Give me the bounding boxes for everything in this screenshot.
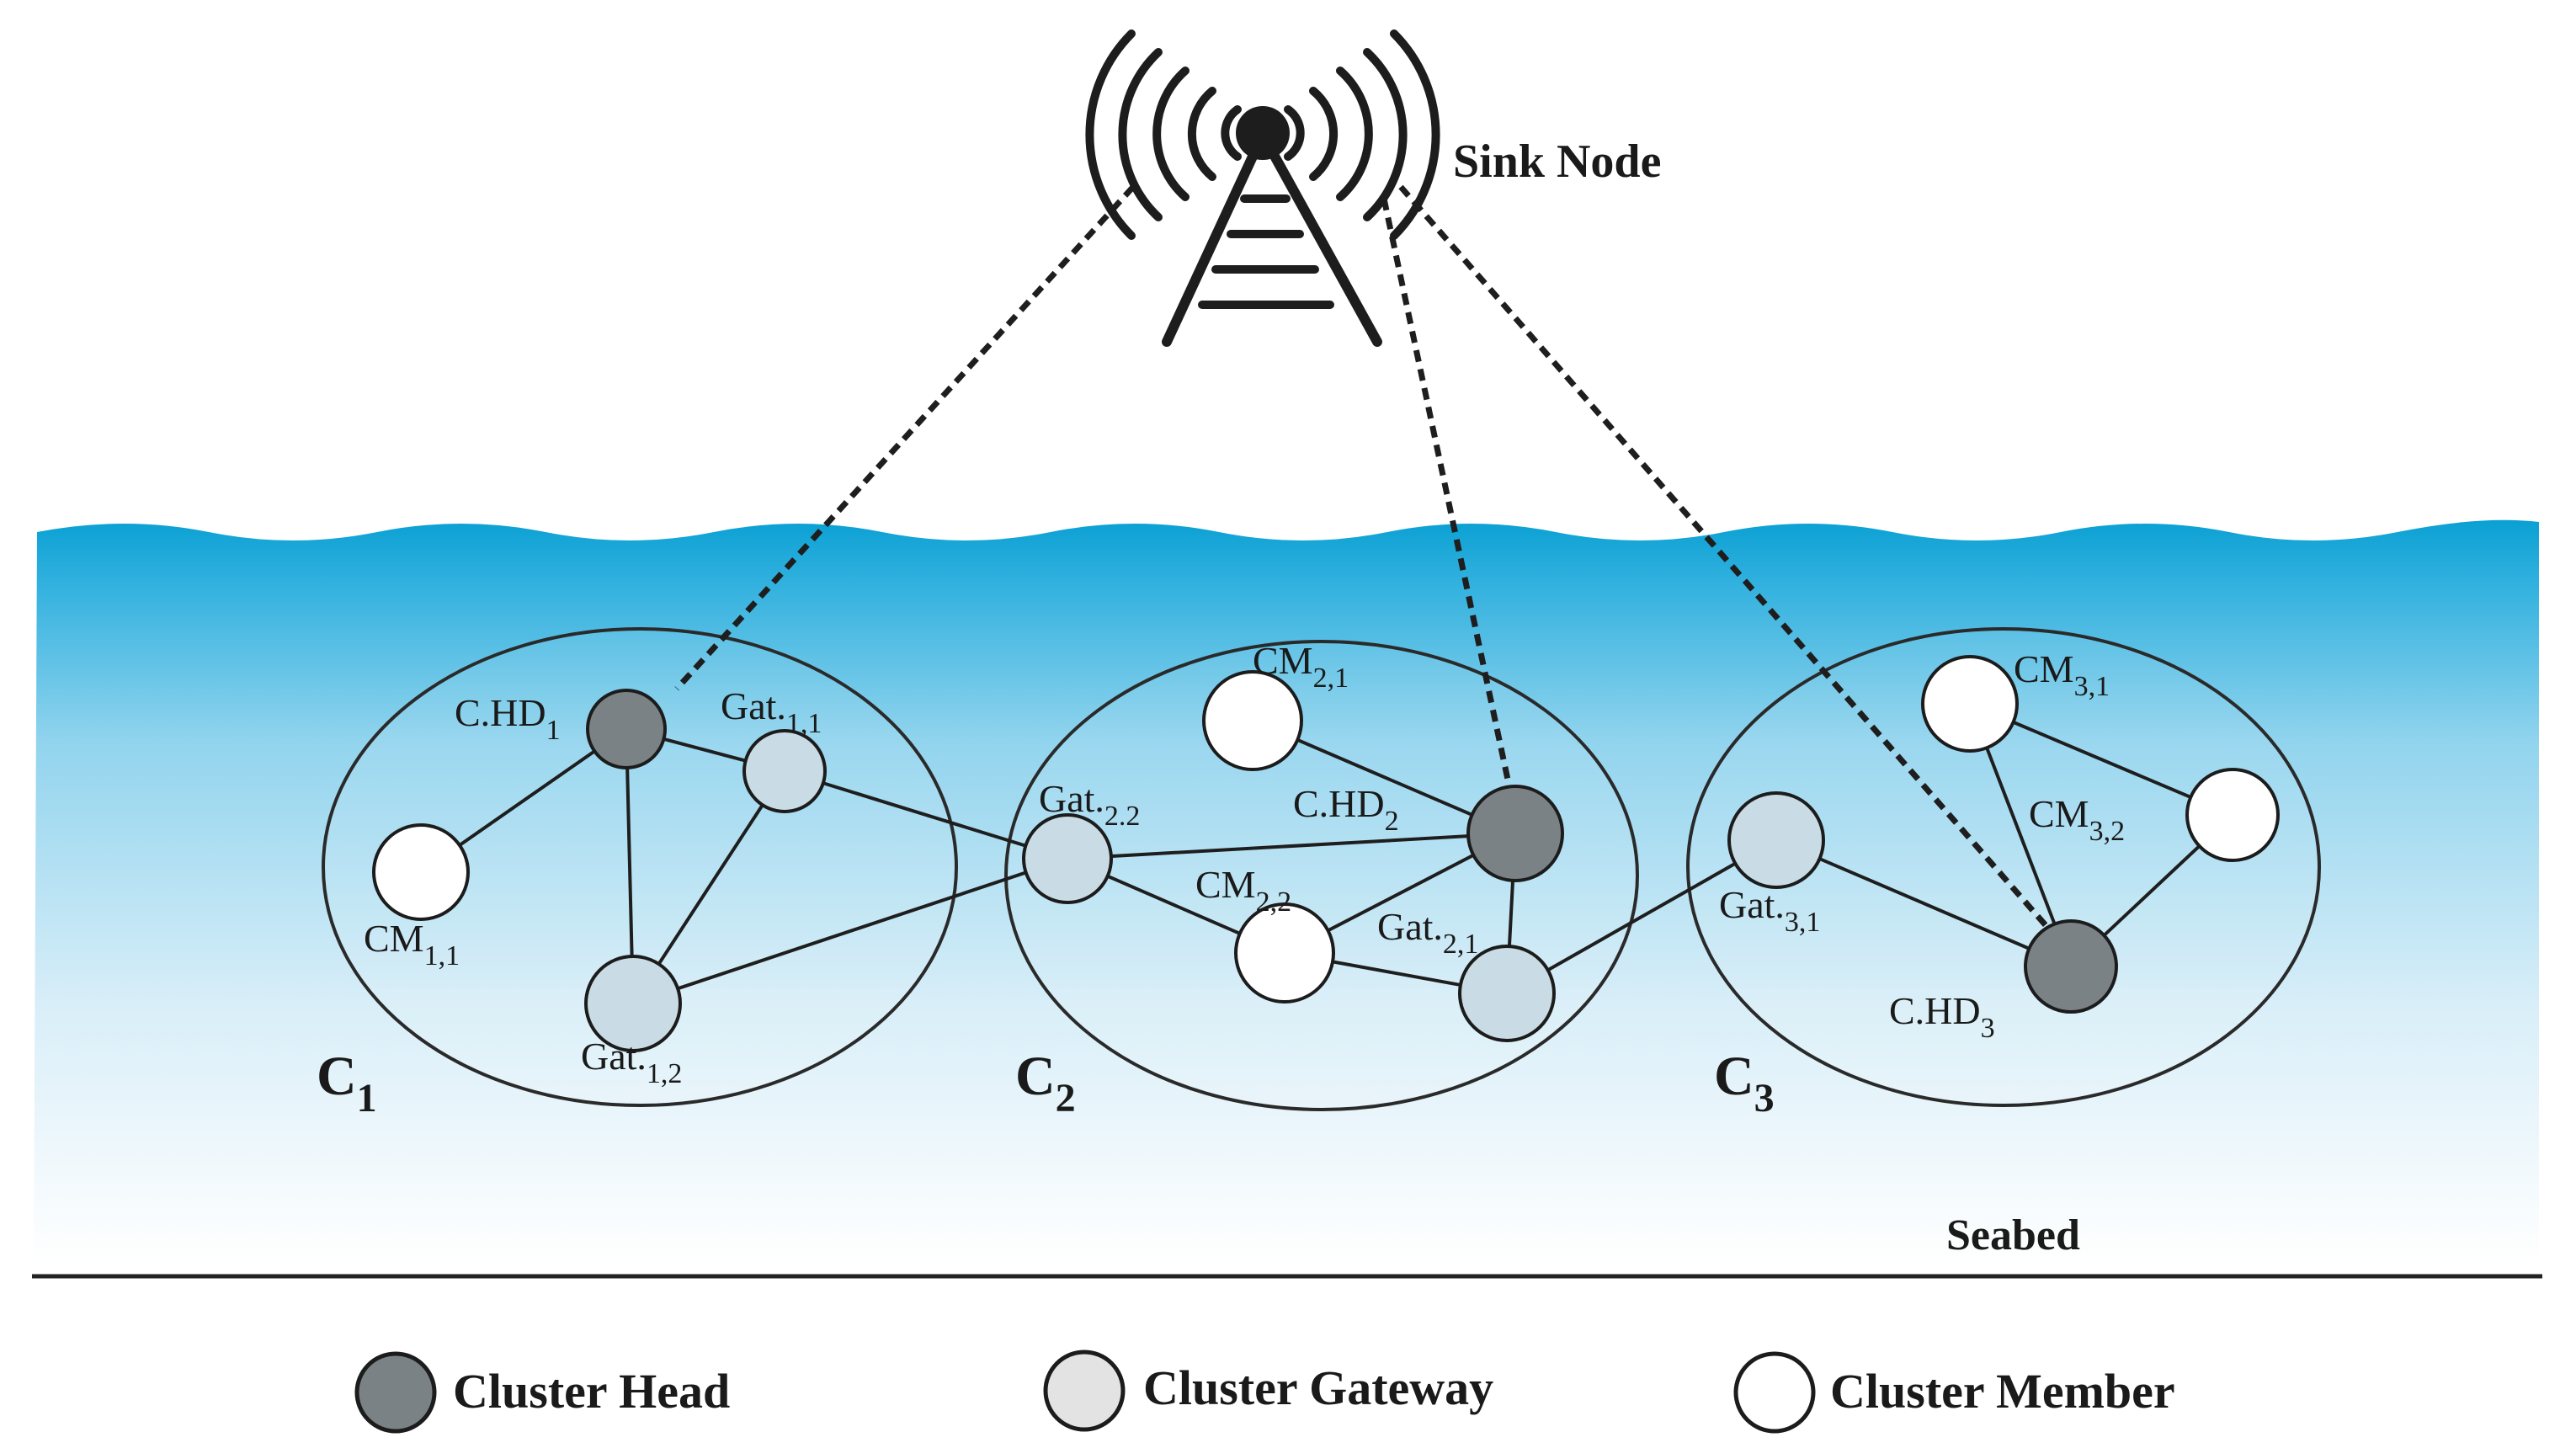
cluster-c3-boundary — [1686, 627, 2321, 1107]
label-cm22: CM2,2 — [1195, 863, 1291, 918]
label-g11: Gat.1,1 — [721, 684, 822, 739]
legend-swatch-cluster-member — [1733, 1351, 1816, 1434]
member-node-3-1 — [1921, 655, 2019, 753]
sink-dashed-links — [674, 184, 2065, 947]
cluster-label-c1: C1 — [317, 1046, 377, 1121]
label-ch1: C.HD1 — [455, 691, 561, 746]
legend-item-cluster-gateway: Cluster Gateway — [1043, 1350, 1493, 1432]
label-cm11: CM1,1 — [364, 917, 460, 972]
cluster-label-c3: C3 — [1714, 1046, 1775, 1121]
member-node-1-1 — [372, 823, 470, 921]
member-node-3-2 — [2185, 768, 2280, 862]
legend-label-cluster-head: Cluster Head — [453, 1364, 730, 1419]
gateway-node-1-1 — [742, 729, 827, 813]
label-cm31: CM3,1 — [2014, 647, 2110, 702]
cluster-head-node-2 — [1466, 785, 1564, 882]
label-ch3: C.HD3 — [1889, 989, 1995, 1044]
seabed-label: Seabed — [1946, 1211, 2080, 1259]
label-cm21: CM2,1 — [1253, 639, 1349, 694]
cluster-circles — [322, 627, 2321, 1111]
member-node-2-2 — [1234, 902, 1335, 1003]
cluster-head-node-1 — [586, 689, 667, 769]
legend-label-cluster-member: Cluster Member — [1830, 1364, 2175, 1419]
cluster-label-c2: C2 — [1015, 1046, 1076, 1121]
legend: Cluster Head Cluster Gateway Cluster Mem… — [354, 1350, 2175, 1434]
gateway-node-2-2 — [1022, 813, 1113, 904]
label-g12: Gat.1,2 — [581, 1035, 682, 1089]
gateway-node-1-2 — [584, 955, 682, 1052]
cluster-labels: C1 C2 C3 — [317, 1046, 1775, 1121]
legend-swatch-cluster-gateway — [1043, 1350, 1126, 1432]
label-ch2: C.HD2 — [1293, 782, 1399, 837]
legend-label-cluster-gateway: Cluster Gateway — [1143, 1360, 1493, 1415]
gateway-node-2-1 — [1458, 945, 1556, 1042]
sink-tower-icon — [1085, 29, 1440, 347]
label-g31: Gat.3,1 — [1719, 883, 1820, 938]
label-cm32: CM3,2 — [2029, 792, 2125, 847]
water-body — [34, 519, 2539, 1263]
nodes — [372, 655, 2280, 1052]
legend-item-cluster-head: Cluster Head — [354, 1351, 730, 1434]
sink-node-label: Sink Node — [1453, 136, 1661, 188]
gateway-node-3-1 — [1727, 791, 1825, 889]
cluster-head-node-3 — [2024, 919, 2118, 1014]
legend-swatch-cluster-head — [354, 1351, 437, 1434]
label-g21: Gat.2,1 — [1377, 905, 1478, 960]
legend-item-cluster-member: Cluster Member — [1733, 1351, 2175, 1434]
node-labels: C.HD1 Gat.1,1 CM1,1 Gat.1,2 CM2,1 C.HD2 … — [364, 639, 2125, 1089]
member-node-2-1 — [1202, 670, 1303, 771]
label-g22: Gat.2.2 — [1039, 777, 1140, 832]
